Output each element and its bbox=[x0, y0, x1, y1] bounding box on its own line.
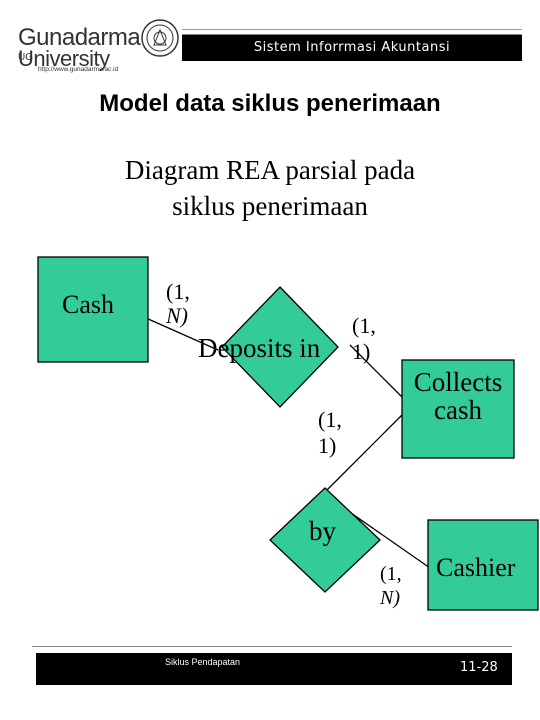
line-cash-deposits bbox=[136, 313, 219, 351]
slide-title: Model data siklus penerimaan bbox=[99, 90, 441, 117]
collects-cash-box bbox=[401, 359, 515, 459]
collects-cash-label: Collects cash bbox=[408, 368, 508, 424]
cardinality-cash-max: N) bbox=[166, 303, 188, 328]
cashier-entity-box bbox=[427, 519, 539, 611]
university-seal-icon bbox=[141, 19, 179, 57]
logo-text-university: University bbox=[18, 46, 110, 71]
footer-bar bbox=[36, 653, 512, 685]
footer-section-title: Siklus Pendapatan bbox=[165, 657, 241, 667]
slide-subtitle: Diagram REA parsial pada siklus penerima… bbox=[0, 152, 540, 224]
cardinality-collect-min: (1, bbox=[352, 313, 376, 338]
subtitle-line-1: Diagram REA parsial pada bbox=[124, 155, 416, 185]
deposits-in-diamond bbox=[221, 286, 339, 408]
cardinality-cash: (1, N) bbox=[166, 280, 190, 328]
cardinality-cashier-min: (1, bbox=[380, 563, 402, 585]
logo-url: http://www.gunadarma.ac.id bbox=[38, 66, 119, 73]
cardinality-collect2-max: 1) bbox=[318, 433, 337, 458]
cardinality-cash-min: (1, bbox=[166, 279, 190, 304]
collects-label-line-1: Collects bbox=[413, 367, 503, 397]
cashier-label: Cashier bbox=[436, 553, 516, 582]
cardinality-cashier: (1, N) bbox=[380, 562, 402, 610]
by-label: by bbox=[309, 516, 336, 546]
collects-label-line-2: cash bbox=[434, 395, 482, 425]
deposits-in-label: Deposits in bbox=[198, 333, 321, 363]
footer-page-number: 11-28 bbox=[460, 660, 498, 675]
logo-text-ug: UG bbox=[18, 52, 33, 63]
cash-label: Cash bbox=[62, 290, 114, 319]
logo-text-gunadarma: Gunadarma bbox=[18, 24, 141, 51]
line-deposits-collects bbox=[349, 344, 406, 401]
line-collects-by bbox=[324, 414, 403, 493]
cardinality-collects-by: (1, 1) bbox=[318, 407, 342, 459]
cardinality-deposits-collects: (1, 1) bbox=[352, 313, 376, 365]
footer-divider bbox=[32, 646, 512, 647]
course-title: Sistem Inforrmasi Akuntansi bbox=[253, 40, 451, 55]
cardinality-cashier-max: N) bbox=[380, 587, 400, 609]
header-divider bbox=[182, 29, 522, 30]
by-diamond bbox=[269, 487, 381, 593]
cardinality-collect-max: 1) bbox=[352, 339, 371, 364]
cash-entity-box bbox=[37, 256, 149, 363]
subtitle-line-2: siklus penerimaan bbox=[172, 191, 368, 221]
cardinality-collect2-min: (1, bbox=[318, 407, 342, 432]
header-bar: Sistem Inforrmasi Akuntansi bbox=[182, 34, 522, 61]
